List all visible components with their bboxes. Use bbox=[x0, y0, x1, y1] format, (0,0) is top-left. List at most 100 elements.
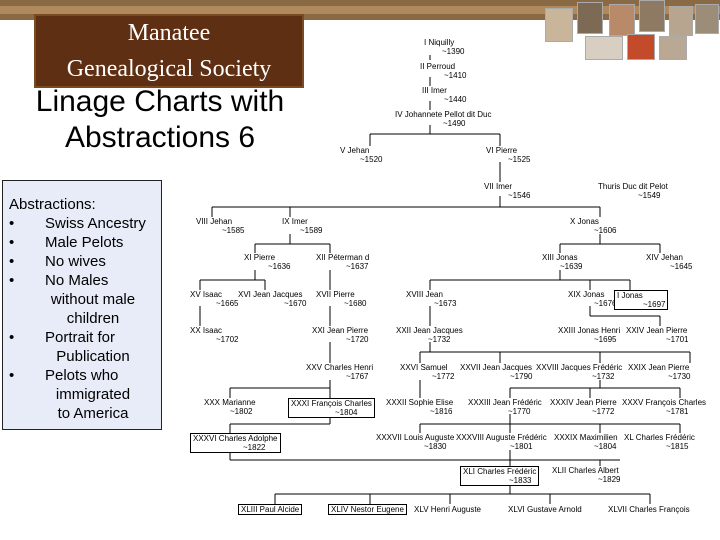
node-name: IX Imer bbox=[282, 217, 322, 226]
node-name: IV Johannete Pellot dit Duc bbox=[395, 110, 492, 119]
lineage-node: I Niquilly~1390 bbox=[424, 38, 464, 56]
node-year: ~1645 bbox=[646, 262, 692, 271]
node-name: XVI Jean Jacques bbox=[238, 290, 306, 299]
node-year: ~1637 bbox=[316, 262, 369, 271]
lineage-node: XIX Jonas~1676 bbox=[568, 290, 616, 308]
lineage-node: IX Imer~1589 bbox=[282, 217, 322, 235]
lineage-node: XLV Henri Auguste bbox=[414, 505, 481, 514]
node-year: ~1673 bbox=[406, 299, 456, 308]
lineage-node: XIII Jonas~1639 bbox=[542, 253, 582, 271]
lineage-node-highlighted: XXXVI Charles Adolphe~1822 bbox=[190, 433, 281, 453]
lineage-node: Thuris Duc dit Pelot~1549 bbox=[598, 182, 668, 200]
node-name: XXVII Jean Jacques bbox=[460, 363, 532, 372]
node-name: XII Péterman d bbox=[316, 253, 369, 262]
lineage-node: XXVII Jean Jacques~1790 bbox=[460, 363, 532, 381]
node-year: ~1801 bbox=[456, 442, 547, 451]
lineage-node: XXI Jean Pierre~1720 bbox=[312, 326, 368, 344]
node-name: V Jehan bbox=[340, 146, 382, 155]
node-name: XVIII Jean bbox=[406, 290, 456, 299]
node-name: XVII Pierre bbox=[316, 290, 366, 299]
node-year: ~1546 bbox=[484, 191, 530, 200]
node-year: ~1410 bbox=[420, 71, 466, 80]
node-year: ~1585 bbox=[196, 226, 244, 235]
node-name: XXXIX Maximilien bbox=[554, 433, 618, 442]
lineage-node: XI Pierre~1636 bbox=[244, 253, 290, 271]
node-year: ~1670 bbox=[238, 299, 306, 308]
node-year: ~1549 bbox=[598, 191, 668, 200]
node-year: ~1520 bbox=[340, 155, 382, 164]
lineage-node: XXXV François Charles~1781 bbox=[622, 398, 706, 416]
node-name: XXIV Jean Pierre bbox=[626, 326, 688, 335]
node-year: ~1833 bbox=[463, 476, 536, 485]
node-name: I Niquilly bbox=[424, 38, 464, 47]
lineage-node-highlighted: XXXI François Charles~1804 bbox=[288, 398, 375, 418]
node-name: III Imer bbox=[422, 86, 466, 95]
node-year: ~1680 bbox=[316, 299, 366, 308]
node-year: ~1804 bbox=[291, 408, 372, 417]
node-year: ~1490 bbox=[395, 119, 492, 128]
node-name: XL Charles Frédéric bbox=[624, 433, 695, 442]
node-year: ~1816 bbox=[386, 407, 453, 416]
node-year: ~1702 bbox=[190, 335, 238, 344]
node-year: ~1695 bbox=[558, 335, 620, 344]
node-year: ~1720 bbox=[312, 335, 368, 344]
node-name: XXI Jean Pierre bbox=[312, 326, 368, 335]
lineage-node: XL Charles Frédéric~1815 bbox=[624, 433, 695, 451]
lineage-node-highlighted: I Jonas~1697 bbox=[614, 290, 668, 310]
node-name: XXXIII Jean Frédéric bbox=[468, 398, 542, 407]
node-name: XXX Marianne bbox=[204, 398, 256, 407]
node-year: ~1815 bbox=[624, 442, 695, 451]
node-year: ~1676 bbox=[568, 299, 616, 308]
node-name: XXVI Samuel bbox=[400, 363, 454, 372]
node-name: X Jonas bbox=[570, 217, 616, 226]
lineage-node: XXVIII Jacques Frédéric~1732 bbox=[536, 363, 622, 381]
node-name: XV Isaac bbox=[190, 290, 238, 299]
node-year: ~1665 bbox=[190, 299, 238, 308]
node-name: XXXVI Charles Adolphe bbox=[193, 434, 278, 443]
lineage-node: X Jonas~1606 bbox=[570, 217, 616, 235]
node-year: ~1390 bbox=[424, 47, 464, 56]
node-year: ~1636 bbox=[244, 262, 290, 271]
node-name: XIII Jonas bbox=[542, 253, 582, 262]
lineage-node: XXIX Jean Pierre~1730 bbox=[628, 363, 690, 381]
lineage-node: XII Péterman d~1637 bbox=[316, 253, 369, 271]
node-year: ~1440 bbox=[422, 95, 466, 104]
lineage-node: XLVI Gustave Arnold bbox=[508, 505, 582, 514]
node-year: ~1732 bbox=[536, 372, 622, 381]
lineage-node: XXX Marianne~1802 bbox=[204, 398, 256, 416]
lineage-node: IV Johannete Pellot dit Duc~1490 bbox=[395, 110, 492, 128]
node-year: ~1701 bbox=[626, 335, 688, 344]
node-name: XLII Charles Albert bbox=[552, 466, 620, 475]
node-name: XXXIV Jean Pierre bbox=[550, 398, 617, 407]
node-year: ~1781 bbox=[622, 407, 706, 416]
node-year: ~1606 bbox=[570, 226, 616, 235]
lineage-node: XXVI Samuel~1772 bbox=[400, 363, 454, 381]
node-name: Thuris Duc dit Pelot bbox=[598, 182, 668, 191]
node-name: VI Pierre bbox=[486, 146, 530, 155]
node-name: XX Isaac bbox=[190, 326, 238, 335]
node-year: ~1589 bbox=[282, 226, 322, 235]
node-name: XXXVIII Auguste Frédéric bbox=[456, 433, 547, 442]
node-name: II Perroud bbox=[420, 62, 466, 71]
node-year: ~1639 bbox=[542, 262, 582, 271]
node-year: ~1767 bbox=[306, 372, 373, 381]
lineage-node: XLII Charles Albert~1829 bbox=[552, 466, 620, 484]
lineage-node: XXXII Sophie Elise~1816 bbox=[386, 398, 453, 416]
lineage-node: XVI Jean Jacques~1670 bbox=[238, 290, 306, 308]
node-name: VIII Jehan bbox=[196, 217, 244, 226]
node-name: XXII Jean Jacques bbox=[396, 326, 463, 335]
node-name: XIX Jonas bbox=[568, 290, 616, 299]
node-name: VII Imer bbox=[484, 182, 530, 191]
lineage-node: VIII Jehan~1585 bbox=[196, 217, 244, 235]
node-name: XLI Charles Frédéric bbox=[463, 467, 536, 476]
node-name: XXVIII Jacques Frédéric bbox=[536, 363, 622, 372]
node-year: ~1822 bbox=[193, 443, 278, 452]
lineage-node: VII Imer~1546 bbox=[484, 182, 530, 200]
node-name: XIV Jehan bbox=[646, 253, 692, 262]
node-year: ~1830 bbox=[376, 442, 454, 451]
node-name: XXV Charles Henri bbox=[306, 363, 373, 372]
lineage-node: II Perroud~1410 bbox=[420, 62, 466, 80]
node-year: ~1732 bbox=[396, 335, 463, 344]
lineage-node: XXXVII Louis Auguste~1830 bbox=[376, 433, 454, 451]
lineage-node: XXII Jean Jacques~1732 bbox=[396, 326, 463, 344]
